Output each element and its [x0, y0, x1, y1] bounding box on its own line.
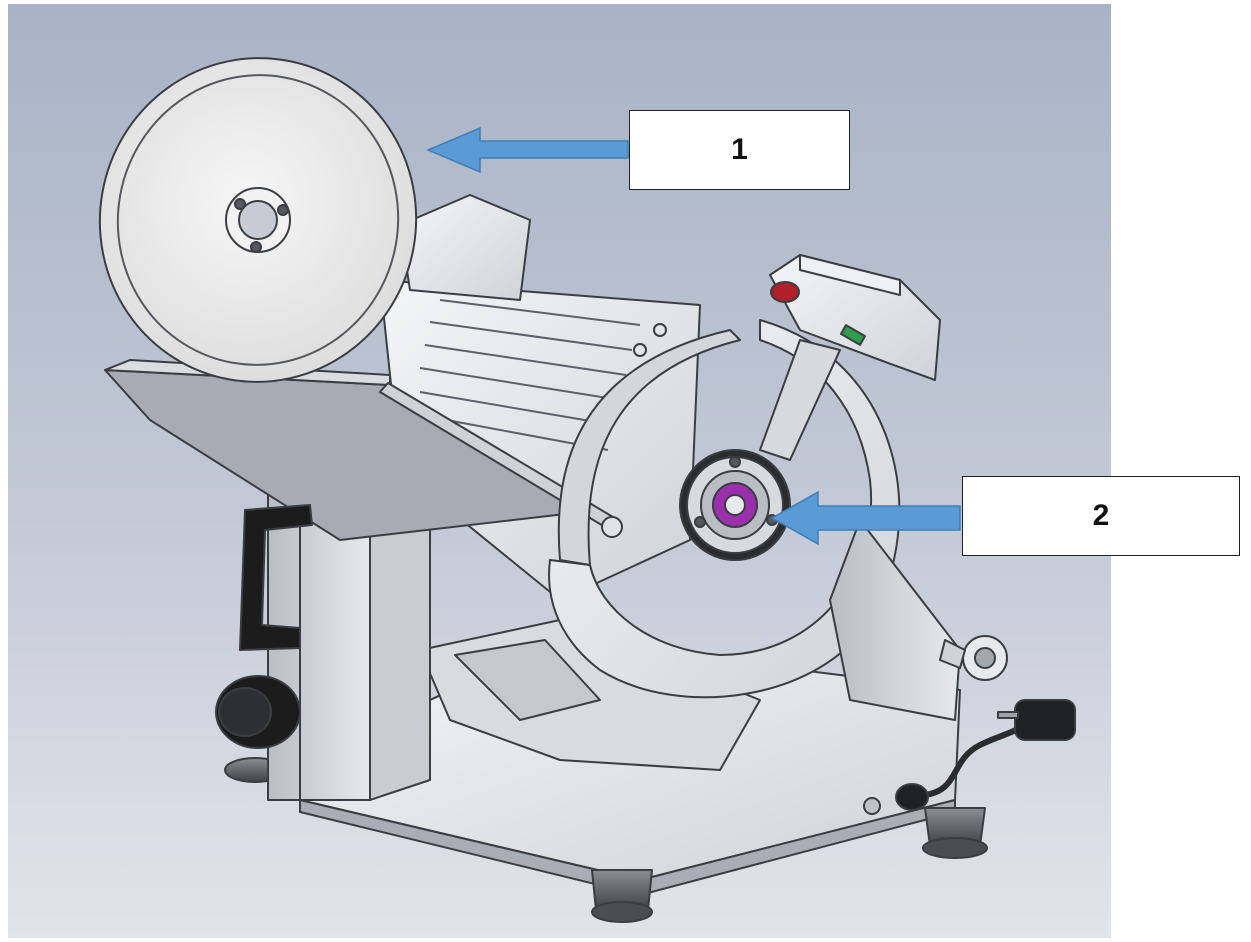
foot-right: [922, 837, 988, 859]
callout-label-1: 1: [629, 110, 850, 190]
carriage-handle: [239, 504, 313, 651]
slicer-body: [98, 57, 1076, 923]
arrow-1: [426, 126, 629, 174]
foot-front: [591, 901, 653, 923]
tray-back-wall: [399, 194, 531, 301]
blade-hub: [679, 449, 791, 561]
blade: [98, 57, 418, 383]
power-cord: [924, 719, 1032, 798]
callout-number: 2: [1092, 499, 1110, 532]
callout-label-2: 2: [962, 476, 1240, 556]
callout-number: 1: [731, 133, 748, 166]
rear-support: [829, 519, 961, 721]
green-lever: [839, 324, 867, 346]
red-knob: [770, 281, 800, 303]
power-plug: [1014, 699, 1076, 741]
sharpener-knob: [939, 635, 1008, 681]
motor-ribs: [419, 299, 641, 451]
support-arm: [759, 339, 841, 461]
arrow-2: [770, 490, 961, 546]
